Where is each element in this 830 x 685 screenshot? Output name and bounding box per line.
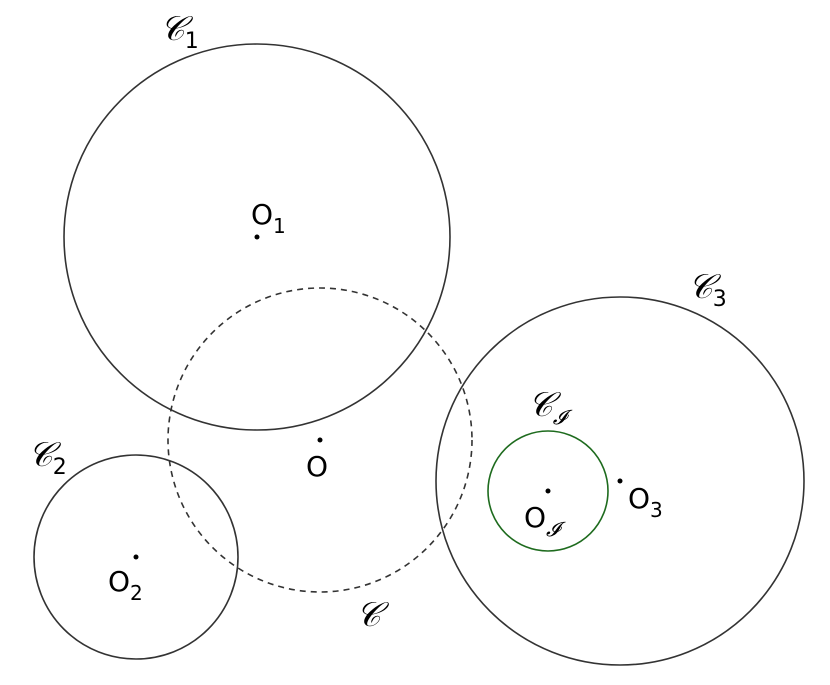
label-circle-c3: 𝒞3	[688, 267, 727, 312]
label-point-o2: O2	[108, 565, 143, 605]
label-point-o1: O1	[251, 198, 286, 238]
label-point-o3: O3	[628, 482, 663, 522]
label-circle-c1: 𝒞1	[160, 9, 199, 54]
circle-c	[167, 287, 473, 593]
label-point-o: O	[306, 450, 328, 483]
label-point-oi: O𝓘	[524, 501, 566, 541]
circle-ci	[487, 430, 609, 552]
circle-c3	[435, 296, 805, 666]
circle-c2	[33, 454, 239, 660]
center-dot-o1	[254, 234, 260, 240]
label-circle-c2: 𝒞2	[28, 435, 67, 480]
label-circle-ci: 𝒞𝓘	[528, 385, 573, 429]
center-dot-oi	[545, 488, 551, 494]
label-circle-c: 𝒞	[356, 595, 390, 635]
center-dot-o3	[617, 478, 623, 484]
circle-c1	[63, 43, 451, 431]
center-dot-o2	[133, 554, 139, 560]
center-dot-o	[317, 437, 323, 443]
